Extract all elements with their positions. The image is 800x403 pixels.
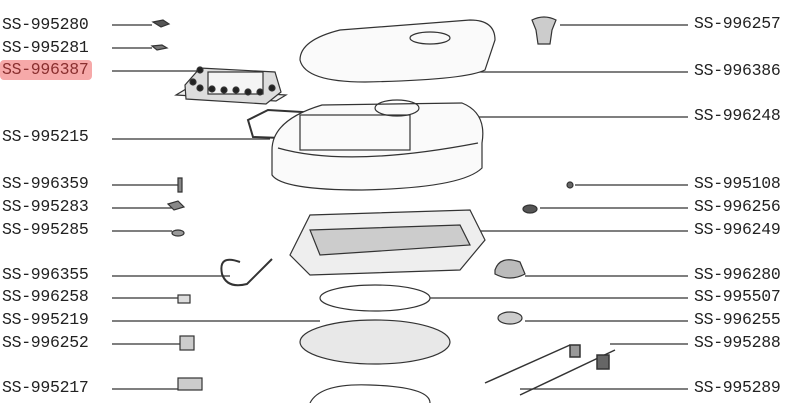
- part-bracket-1: [177, 294, 191, 304]
- part-label-ss-996248[interactable]: SS-996248: [694, 106, 781, 125]
- part-label-ss-996355[interactable]: SS-996355: [2, 265, 89, 284]
- part-label-ss-996387[interactable]: SS-996387: [0, 60, 93, 80]
- part-bracket-2: [179, 335, 195, 351]
- part-label-ss-995219[interactable]: SS-995219: [2, 310, 89, 329]
- leader-lines-left: [112, 24, 320, 390]
- part-control-panel: [174, 66, 288, 105]
- part-label-ss-996256[interactable]: SS-996256: [694, 197, 781, 216]
- part-label-ss-995285[interactable]: SS-995285: [2, 220, 89, 239]
- part-bowl-edge: [309, 384, 431, 403]
- part-pin-icon: [150, 44, 169, 51]
- part-bracket-3: [177, 377, 203, 391]
- part-label-ss-995288[interactable]: SS-995288: [694, 333, 781, 352]
- part-plate: [319, 284, 431, 312]
- part-spring-clip: [166, 200, 186, 211]
- part-label-ss-995280[interactable]: SS-995280: [2, 15, 89, 34]
- part-label-ss-996280[interactable]: SS-996280: [694, 265, 781, 284]
- part-label-ss-996359[interactable]: SS-996359: [2, 174, 89, 193]
- part-label-ss-995108[interactable]: SS-995108: [694, 174, 781, 193]
- part-sensor-rods: [484, 344, 616, 396]
- part-heating-plate: [299, 319, 451, 365]
- part-seal: [497, 311, 523, 325]
- part-nut: [566, 181, 574, 189]
- part-hook-wire: [220, 258, 273, 287]
- part-label-ss-995283[interactable]: SS-995283: [2, 197, 89, 216]
- part-base-frame: [289, 209, 486, 276]
- part-label-ss-995217[interactable]: SS-995217: [2, 378, 89, 397]
- part-label-ss-995507[interactable]: SS-995507: [694, 287, 781, 306]
- part-screw-1: [177, 177, 183, 193]
- part-label-ss-996258[interactable]: SS-996258: [2, 287, 89, 306]
- part-grommet: [522, 204, 538, 214]
- part-knob: [531, 16, 557, 45]
- part-valve: [494, 259, 526, 279]
- part-label-ss-995281[interactable]: SS-995281: [2, 38, 89, 57]
- part-label-ss-996249[interactable]: SS-996249: [694, 220, 781, 239]
- part-clip-icon: [151, 19, 171, 28]
- part-lid: [299, 19, 496, 83]
- part-top-housing: [271, 99, 484, 191]
- part-label-ss-995289[interactable]: SS-995289: [694, 378, 781, 397]
- part-label-ss-996257[interactable]: SS-996257: [694, 14, 781, 33]
- part-label-ss-996386[interactable]: SS-996386: [694, 61, 781, 80]
- part-washer: [171, 229, 185, 237]
- part-label-ss-995215[interactable]: SS-995215: [2, 127, 89, 146]
- part-label-ss-996255[interactable]: SS-996255: [694, 310, 781, 329]
- leader-lines-right: [430, 24, 688, 390]
- part-label-ss-996252[interactable]: SS-996252: [2, 333, 89, 352]
